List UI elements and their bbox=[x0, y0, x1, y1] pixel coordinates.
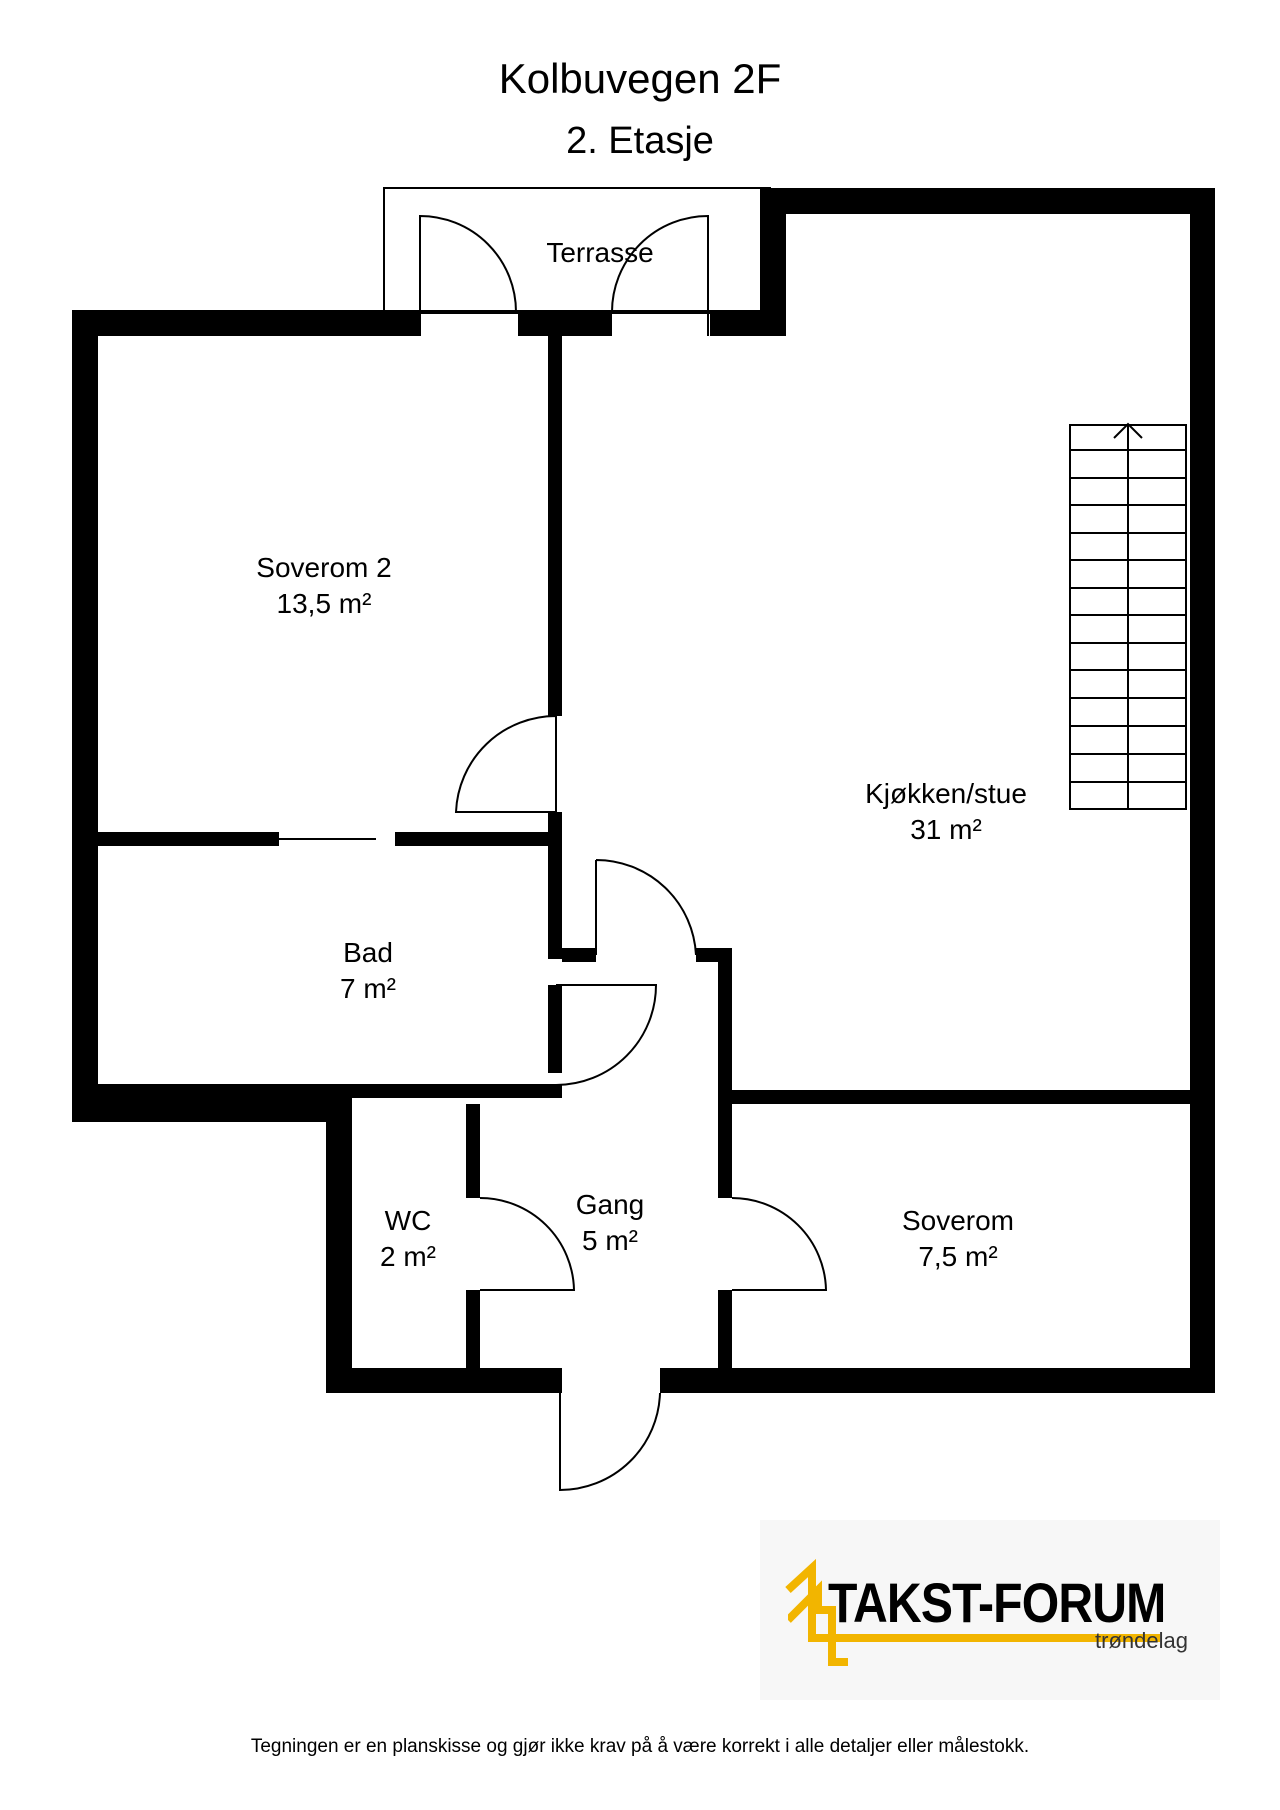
staircase bbox=[1069, 422, 1187, 810]
room-label-terrasse: Terrasse bbox=[546, 237, 653, 268]
room-label-gang: Gang bbox=[576, 1189, 645, 1220]
disclaimer-text: Tegningen er en planskisse og gjør ikke … bbox=[250, 1736, 1030, 1757]
room-area-gang: 5 m² bbox=[582, 1225, 638, 1256]
outer-walls bbox=[72, 188, 1215, 1393]
room-label-soverom: Soverom bbox=[902, 1205, 1014, 1236]
room-area-soverom: 7,5 m² bbox=[918, 1241, 997, 1272]
doors bbox=[271, 214, 828, 1492]
room-area-soverom2: 13,5 m² bbox=[277, 588, 372, 619]
room-label-bad: Bad bbox=[343, 937, 393, 968]
interior-walls bbox=[98, 336, 1215, 1368]
room-label-wc: WC bbox=[385, 1205, 432, 1236]
room-area-bad: 7 m² bbox=[340, 973, 396, 1004]
plan-title: Kolbuvegen 2F bbox=[498, 55, 782, 102]
room-area-kjokken: 31 m² bbox=[910, 814, 982, 845]
room-label-soverom2: Soverom 2 bbox=[256, 552, 391, 583]
company-logo: TAKST-FORUM trøndelag bbox=[760, 1520, 1220, 1700]
room-area-wc: 2 m² bbox=[380, 1241, 436, 1272]
logo-region: trøndelag bbox=[1095, 1628, 1188, 1653]
floor-subtitle: 2. Etasje bbox=[566, 120, 714, 162]
logo-wordmark: TAKST-FORUM bbox=[828, 1571, 1166, 1634]
logo-accent-line bbox=[785, 1558, 1160, 1642]
room-label-kjokken: Kjøkken/stue bbox=[865, 778, 1027, 809]
